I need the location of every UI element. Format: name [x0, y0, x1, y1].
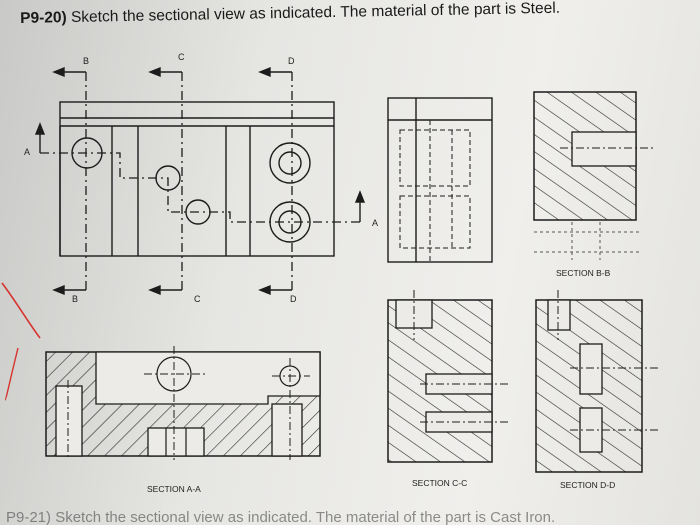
section-a-view — [45, 346, 321, 460]
label-c-top: C — [178, 52, 185, 62]
section-a-label: SECTION A-A — [147, 484, 201, 494]
margin-mark — [1, 282, 41, 339]
cutting-plane-lines — [40, 72, 360, 290]
label-d-top: D — [288, 56, 295, 66]
front-view — [59, 101, 335, 257]
label-b-top: B — [83, 56, 89, 66]
next-problem-fragment: P9-21) Sketch the sectional view as indi… — [6, 509, 556, 525]
section-c-view — [387, 290, 510, 463]
section-c-label: SECTION C-C — [412, 478, 467, 488]
margin-mark-2 — [4, 347, 19, 401]
cutting-plane-arrows — [34, 66, 366, 296]
section-d-label: SECTION D-D — [560, 480, 615, 490]
section-b-label: SECTION B-B — [556, 268, 611, 278]
label-c-bottom: C — [194, 294, 201, 304]
side-view — [387, 97, 493, 263]
label-a-left: A — [24, 147, 30, 157]
label-b-bottom: B — [72, 294, 78, 304]
section-d-view — [535, 290, 660, 473]
label-d-bottom: D — [290, 294, 297, 304]
section-b-view — [533, 91, 656, 260]
label-a-right: A — [372, 218, 378, 228]
